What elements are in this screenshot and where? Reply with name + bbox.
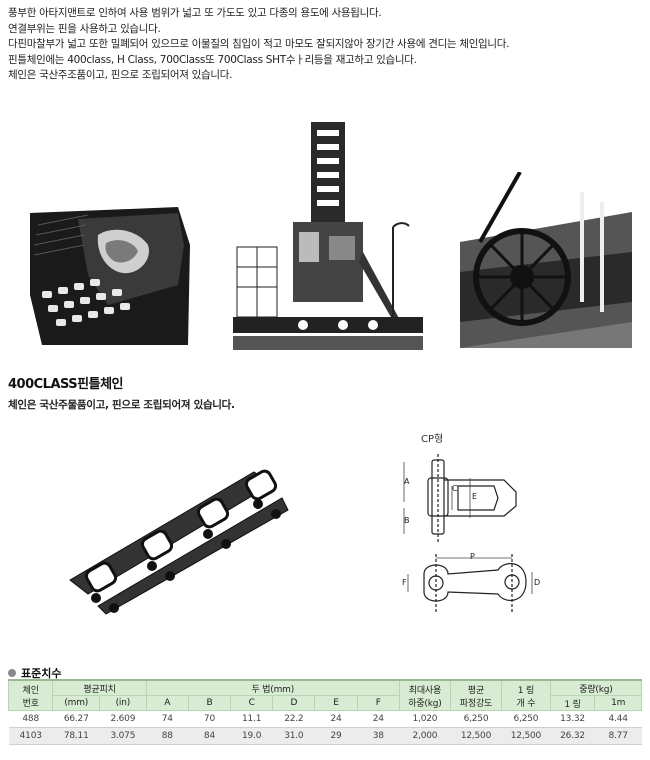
- cell-f: 24: [357, 710, 400, 728]
- cell-strength: 12,500: [450, 727, 502, 745]
- cell-no: 488: [8, 710, 53, 728]
- cp-link-side-view-diagram: P D F: [400, 552, 545, 614]
- header-a: A: [145, 695, 189, 711]
- cell-d: 31.0: [272, 727, 315, 745]
- cell-c: 11.1: [230, 710, 273, 728]
- table-row: 4103 78.11 3.075 88 84 19.0 31.0 29 38 2…: [8, 727, 642, 745]
- header-dims: 두 법(mm): [145, 679, 400, 696]
- cp-link-top-view-diagram: A B C E: [400, 452, 525, 544]
- cell-e: 29: [314, 727, 358, 745]
- sprocket-wheel-illustration: [460, 172, 632, 348]
- dim-e-label: E: [472, 492, 478, 501]
- cell-weight-ring: 13.32: [550, 710, 595, 728]
- header-chain-no: 체인 번호: [7, 679, 54, 711]
- header-in: (in): [99, 695, 147, 711]
- header-1m: 1m: [594, 695, 642, 711]
- intro-line-3: 다핀마찰부가 넓고 또한 밀폐되어 있으므로 이물질의 침입이 적고 마모도 잘…: [8, 38, 510, 50]
- diagram-type-label: CP형: [421, 434, 444, 445]
- cell-no: 4103: [8, 727, 53, 745]
- dim-p-label: P: [470, 552, 475, 561]
- cell-count: 6,250: [501, 710, 551, 728]
- table-row: 488 66.27 2.609 74 70 11.1 22.2 24 24 1,…: [8, 710, 642, 728]
- header-avg-strength: 평균 파정강도: [449, 679, 503, 711]
- header-ring1: 1 링: [549, 695, 596, 711]
- dim-f-label: F: [402, 578, 407, 587]
- header-f: F: [356, 695, 400, 711]
- standard-dimensions-table: 체인 번호 평균피치 두 법(mm) 최대사용 하중(kg) 평균 파정강도 1…: [7, 679, 643, 745]
- header-max-load: 최대사용 하중(kg): [398, 679, 451, 711]
- dim-c-label: C: [452, 484, 458, 493]
- cell-weight-m: 4.44: [594, 710, 642, 728]
- standard-heading: 표준치수: [8, 665, 61, 681]
- header-e: E: [314, 695, 358, 711]
- dim-b-label: B: [404, 516, 410, 525]
- bullet-icon: [8, 669, 16, 677]
- intro-line-2: 연결부위는 핀을 사용하고 있습니다.: [8, 22, 161, 35]
- cell-in: 2.609: [99, 710, 147, 728]
- header-weight: 중량(kg): [549, 679, 643, 696]
- intro-line-5: 체인은 국산주조품이고, 핀으로 조립되어져 있습니다.: [8, 69, 233, 81]
- header-pitch: 평균피치: [52, 679, 147, 696]
- header-b: B: [187, 695, 232, 711]
- cell-mm: 78.11: [52, 727, 100, 745]
- dim-d-label: D: [534, 578, 541, 587]
- section-title: 400CLASS핀틀체인: [8, 377, 124, 392]
- standard-heading-label: 표준치수: [21, 667, 62, 680]
- cell-b: 84: [188, 727, 231, 745]
- cell-d: 22.2: [272, 710, 315, 728]
- cell-e: 24: [314, 710, 358, 728]
- dim-a-label: A: [404, 477, 410, 486]
- cell-strength: 6,250: [450, 710, 502, 728]
- intro-line-4: 핀틀체인에는 400class, H Class, 700Class또 700C…: [8, 53, 417, 66]
- header-c: C: [230, 695, 274, 711]
- cell-a: 74: [146, 710, 189, 728]
- machine-tower-illustration: [233, 122, 423, 352]
- pintle-chain-illustration: [58, 450, 294, 618]
- intro-line-1: 풍부한 아타지맨트로 인하여 사용 범위가 넓고 또 가도도 있고 다종의 용도…: [8, 7, 382, 19]
- cell-weight-m: 8.77: [594, 727, 642, 745]
- section-subtitle: 체인은 국산주물품이고, 핀으로 조립되어져 있습니다.: [8, 399, 235, 411]
- cell-weight-ring: 26.32: [550, 727, 595, 745]
- cell-max-load: 1,020: [399, 710, 451, 728]
- cell-a: 88: [146, 727, 189, 745]
- cell-count: 12,500: [501, 727, 551, 745]
- header-mm: (mm): [52, 695, 101, 711]
- cell-b: 70: [188, 710, 231, 728]
- cell-mm: 66.27: [52, 710, 100, 728]
- cell-f: 38: [357, 727, 400, 745]
- header-per-ring: 1 링 개 수: [501, 679, 551, 711]
- intro-text: 풍부한 아타지맨트로 인하여 사용 범위가 넓고 또 가도도 있고 다종의 용도…: [8, 6, 644, 84]
- chain-closeup-illustration: [28, 205, 192, 347]
- header-d: D: [272, 695, 316, 711]
- cell-in: 3.075: [99, 727, 147, 745]
- cell-c: 19.0: [230, 727, 273, 745]
- cell-max-load: 2,000: [399, 727, 451, 745]
